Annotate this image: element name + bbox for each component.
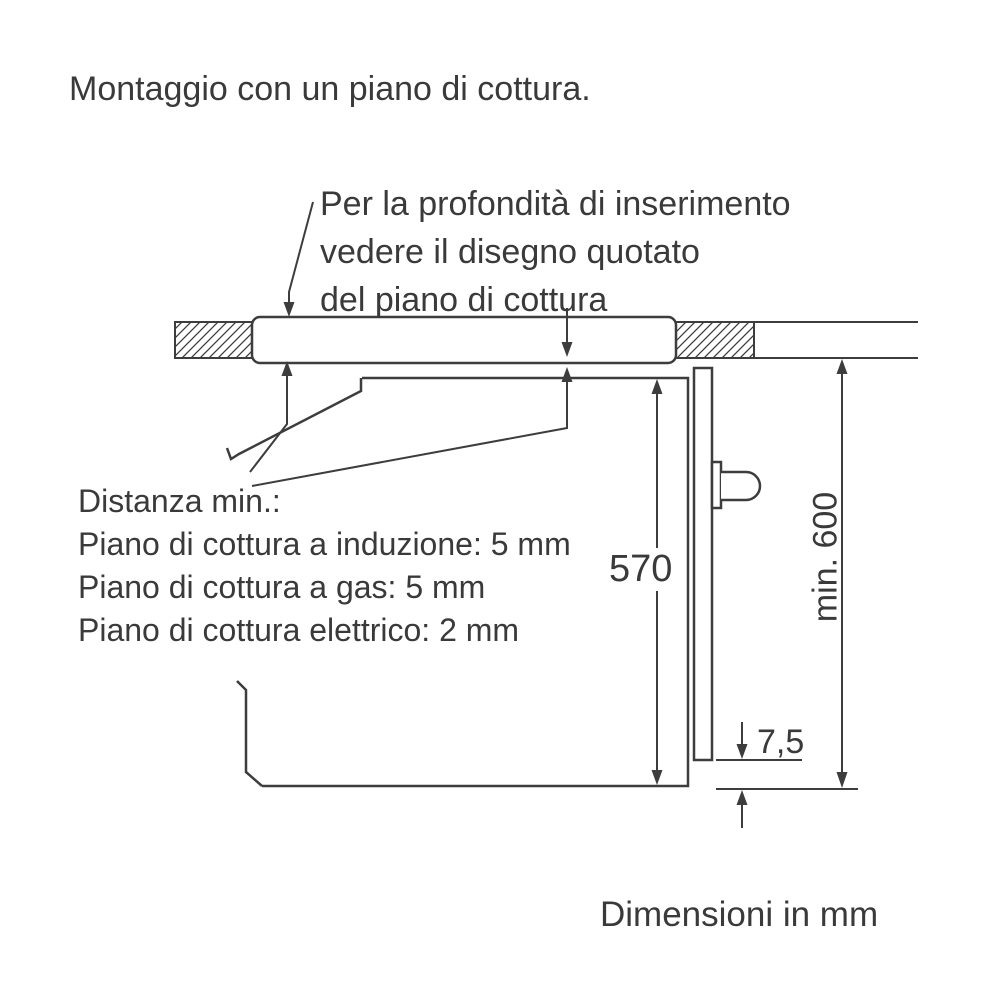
dimension-label-570: 570 <box>604 548 678 591</box>
insertion-depth-arrow <box>561 308 573 357</box>
clearance-line: Piano di cottura elettrico: 2 mm <box>78 612 520 648</box>
note-line: vedere il disegno quotato <box>320 233 700 271</box>
worktop-cross-section <box>174 321 918 359</box>
oven-door <box>692 366 762 762</box>
cabinet-break-line-top <box>225 378 363 461</box>
clearance-text: Distanza min.: Piano di cottura a induzi… <box>78 480 571 652</box>
page-title: Montaggio con un piano di cottura. <box>69 70 591 108</box>
clearance-heading: Distanza min.: <box>78 483 281 519</box>
clearance-leader-arrows <box>249 361 573 487</box>
note-leader-arrow <box>283 201 314 317</box>
note-line: Per la profondità di inserimento <box>320 185 791 223</box>
note-text: Per la profondità di inserimento vedere … <box>320 180 791 324</box>
oven-outline <box>225 376 690 788</box>
clearance-line: Piano di cottura a induzione: 5 mm <box>78 526 571 562</box>
dimension-label-min-600: min. 600 <box>806 491 845 623</box>
cabinet-break-line-bottom <box>236 680 263 787</box>
cooktop-profile <box>250 315 678 365</box>
dimension-label-gap-7-5: 7,5 <box>757 723 805 761</box>
door-handle <box>710 460 762 510</box>
dimension-gap-arrows <box>716 722 858 828</box>
note-line: del piano di cottura <box>320 281 608 319</box>
dimension-min-600-arrow <box>836 359 848 788</box>
clearance-line: Piano di cottura a gas: 5 mm <box>78 569 486 605</box>
units-note: Dimensioni in mm <box>600 895 879 934</box>
